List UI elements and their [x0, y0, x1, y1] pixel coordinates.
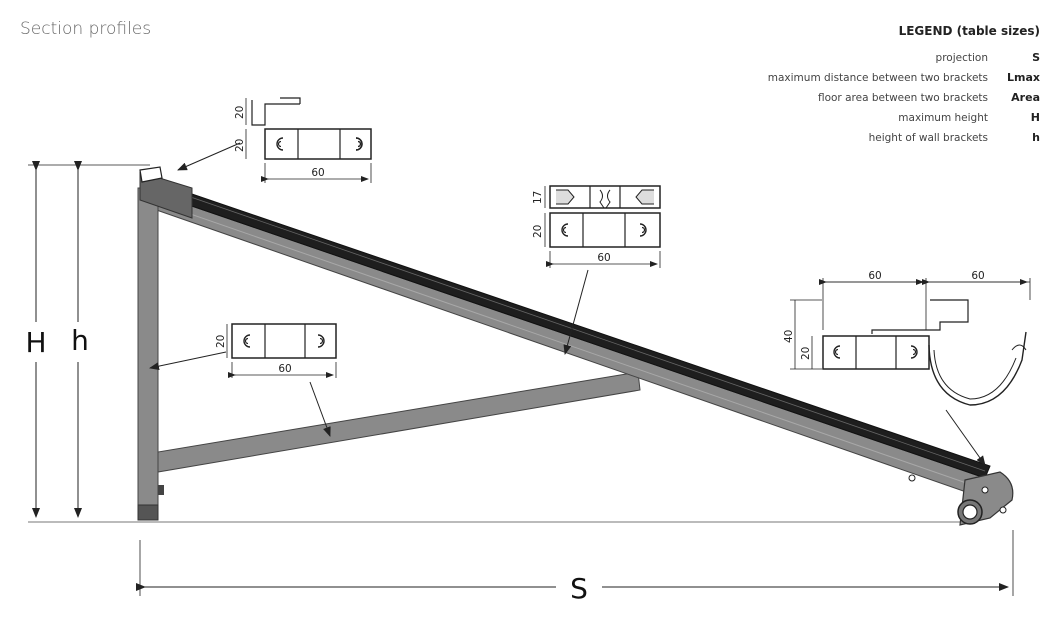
diagonal-strut	[157, 371, 641, 473]
front-profile-body-height: 20	[800, 347, 812, 360]
front-profile-total-height: 40	[783, 330, 795, 343]
legend-symbol-lmax: Lmax	[1007, 71, 1040, 84]
height-dimensions: H h	[20, 161, 150, 518]
top-profile-width: 60	[311, 167, 324, 179]
dim-label-H: H	[25, 326, 46, 359]
front-profile-width-left: 60	[868, 270, 881, 282]
legend-symbol-wall-height: h	[1032, 131, 1040, 144]
awning-bracket	[137, 166, 1014, 526]
arm-profile-width: 60	[597, 252, 610, 264]
wall-post	[137, 187, 159, 521]
front-profile-width-right: 60	[971, 270, 984, 282]
projection-dimension: S	[136, 530, 1014, 605]
legend-label-lmax: maximum distance between two brackets	[768, 72, 988, 84]
legend-label-max-height: maximum height	[898, 112, 988, 124]
legend-label-projection: projection	[936, 52, 988, 64]
legend: LEGEND (table sizes) projection S maximu…	[768, 24, 1040, 144]
legend-label-wall-height: height of wall brackets	[869, 132, 988, 144]
arm-profile-body-height: 20	[532, 225, 544, 238]
legend-symbol-max-height: H	[1031, 111, 1040, 124]
wall-profile-height: 20	[215, 335, 227, 348]
legend-label-area: floor area between two brackets	[818, 92, 988, 104]
dim-label-S: S	[570, 572, 588, 605]
wall-profile-width: 60	[278, 363, 291, 375]
page-title: Section profiles	[20, 19, 151, 39]
dim-label-h: h	[71, 324, 89, 357]
legend-symbol-area: Area	[1011, 91, 1040, 104]
front-profile-section: 60 60 40 20	[783, 270, 1031, 466]
top-joint	[139, 171, 193, 219]
top-profile-body-height: 20	[234, 139, 246, 152]
wall-profile-section: 20 60	[149, 323, 337, 437]
legend-symbol-projection: S	[1032, 51, 1040, 64]
top-profile-section: 20 20 60	[177, 97, 372, 183]
arm-profile-section: 17 20 60	[532, 185, 661, 355]
top-profile-hook-height: 20	[234, 106, 246, 119]
legend-title: LEGEND (table sizes)	[899, 24, 1040, 38]
arm-profile-top-height: 17	[532, 191, 544, 204]
